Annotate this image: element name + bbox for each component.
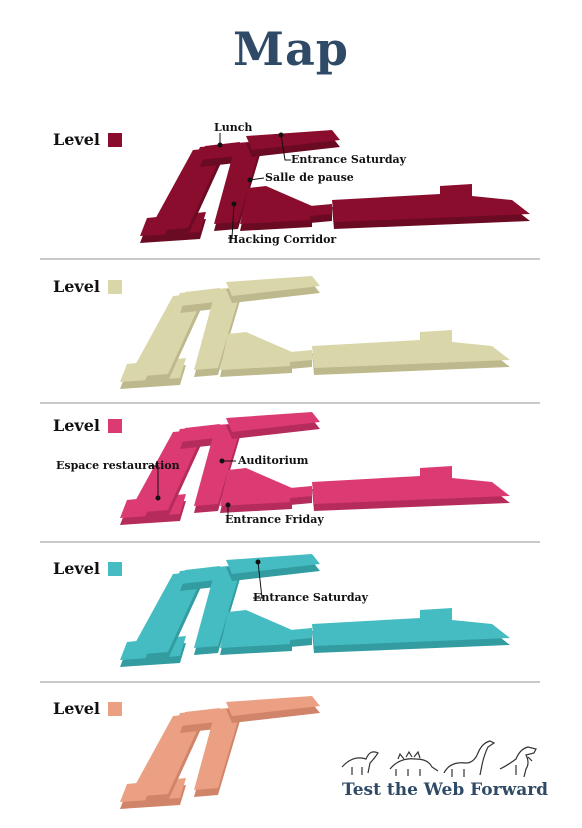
callout-dot (155, 495, 161, 501)
floor-plan-level-1 (140, 130, 530, 243)
dinosaurs-illustration (341, 740, 537, 778)
floor-slab (200, 142, 240, 160)
page-title: Map (233, 22, 349, 76)
floor-slab (240, 186, 312, 224)
callout-dot (217, 142, 223, 148)
callout-entrance-friday: Entrance Friday (225, 513, 324, 526)
callout-leader-line (253, 561, 263, 599)
level-label-1: Level (53, 130, 122, 149)
callout-auditorium: Auditorium (238, 454, 309, 467)
level-color-swatch (107, 279, 122, 294)
floor-slab (220, 468, 292, 506)
floor-slab (290, 350, 312, 362)
callout-leader-line (228, 203, 235, 239)
divider (40, 681, 540, 683)
floor-slab (144, 291, 206, 376)
callout-dot (219, 458, 225, 464)
floor-slab (310, 204, 332, 216)
floor-slab (220, 332, 292, 370)
floor-slab (226, 412, 320, 432)
callout-hacking-corridor: Hacking Corridor (228, 233, 337, 246)
level-label-4: Level (53, 559, 122, 578)
callout-entrance-saturday: Entrance Saturday (253, 591, 369, 604)
floor-slab (180, 566, 220, 584)
floor-slab (220, 610, 292, 648)
callout-espace-restauration: Espace restauration (56, 459, 180, 472)
callout-dot (247, 177, 253, 183)
callout-dot (225, 502, 231, 508)
level-color-swatch (107, 701, 122, 716)
level-label-3: Level (53, 416, 122, 435)
callout-entrance-saturday: Entrance Saturday (291, 153, 407, 166)
floor-slab (194, 565, 242, 648)
callout-salle-de-pause: Salle de pause (265, 171, 354, 184)
level-label-5: Level (53, 699, 122, 718)
floor-slab (246, 130, 340, 150)
floor-slab (144, 427, 206, 512)
level-color-swatch (107, 418, 122, 433)
level-color-swatch (107, 132, 122, 147)
floor-slab (290, 486, 312, 498)
callout-leader-line (280, 134, 291, 161)
floor-slab (226, 276, 320, 296)
callout-dot (278, 132, 284, 138)
callout-dot (231, 201, 237, 207)
floor-slab (214, 141, 262, 224)
floor-slab (144, 569, 206, 654)
divider (40, 402, 540, 404)
floor-slab (312, 330, 510, 368)
floor-slab (332, 184, 530, 222)
floor-slab (194, 423, 242, 506)
floor-slab (180, 708, 220, 726)
callout-lunch: Lunch (214, 121, 253, 134)
brand-title: Test the Web Forward (342, 780, 549, 800)
divider (40, 258, 540, 260)
callout-dot (255, 559, 261, 565)
floor-slab (312, 466, 510, 504)
floor-slab (290, 628, 312, 640)
floor-slab (164, 145, 226, 230)
floor-slab (180, 288, 220, 306)
callout-leader-line (150, 465, 159, 498)
divider (40, 541, 540, 543)
level-label-2: Level (53, 277, 122, 296)
floor-slab (144, 711, 206, 796)
floor-slab (226, 696, 320, 716)
floor-slab (194, 707, 242, 790)
level-color-swatch (107, 561, 122, 576)
floor-slab (226, 554, 320, 574)
floor-slab (180, 424, 220, 442)
floor-slab (194, 287, 242, 370)
floor-slab (312, 608, 510, 646)
